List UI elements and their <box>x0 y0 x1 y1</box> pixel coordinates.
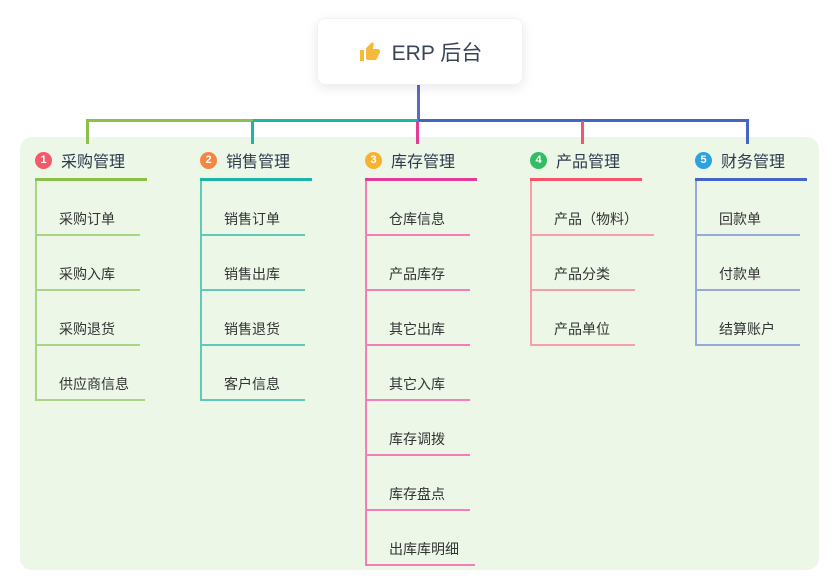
child-node[interactable]: 销售退货 <box>202 291 305 346</box>
child-label: 供应商信息 <box>59 376 129 392</box>
branch-drop-line <box>746 119 749 144</box>
branch-sales-management: 2 销售管理 销售订单 销售出库 销售退货 客户信息 <box>200 148 312 401</box>
branch-title: 产品管理 <box>556 154 621 171</box>
branch-drop-line <box>581 121 584 144</box>
branches-panel <box>20 137 819 570</box>
child-node[interactable]: 供应商信息 <box>37 346 145 401</box>
child-label: 产品库存 <box>389 266 445 282</box>
child-label: 产品分类 <box>554 266 610 282</box>
child-node[interactable]: 采购订单 <box>37 181 140 236</box>
child-label: 结算账户 <box>719 321 775 337</box>
branch-inventory-management: 3 库存管理 仓库信息 产品库存 其它出库 其它入库 库存调拨 库存盘点 出库库… <box>365 148 477 566</box>
badge-number: 3 <box>365 151 382 169</box>
root-connector-line <box>417 85 420 122</box>
root-title: ERP 后台 <box>391 41 483 65</box>
branch-drop-line <box>86 119 89 144</box>
branch-product-management: 4 产品管理 产品（物料） 产品分类 产品单位 <box>530 148 654 346</box>
badge-number: 5 <box>695 151 712 169</box>
connector-line-segment <box>418 119 749 122</box>
child-label: 其它入库 <box>389 376 445 392</box>
child-node[interactable]: 产品单位 <box>532 291 635 346</box>
branch-children: 采购订单 采购入库 采购退货 供应商信息 <box>35 181 147 401</box>
branch-drop-line <box>416 121 419 144</box>
badge-number: 1 <box>35 151 52 169</box>
child-node[interactable]: 其它入库 <box>367 346 470 401</box>
child-node[interactable]: 库存盘点 <box>367 456 470 511</box>
child-node[interactable]: 回款单 <box>697 181 800 236</box>
child-label: 采购入库 <box>59 266 115 282</box>
child-node[interactable]: 客户信息 <box>202 346 305 401</box>
child-label: 付款单 <box>719 266 761 282</box>
child-node[interactable]: 其它出库 <box>367 291 470 346</box>
branch-children: 销售订单 销售出库 销售退货 客户信息 <box>200 181 312 401</box>
child-label: 回款单 <box>719 211 761 227</box>
child-node[interactable]: 仓库信息 <box>367 181 470 236</box>
branch-title: 销售管理 <box>226 154 291 171</box>
child-label: 销售订单 <box>224 211 280 227</box>
connector-line-segment <box>253 119 418 122</box>
branch-children: 仓库信息 产品库存 其它出库 其它入库 库存调拨 库存盘点 出库库明细 <box>365 181 477 566</box>
child-node[interactable]: 结算账户 <box>697 291 800 346</box>
branch-title: 采购管理 <box>61 154 126 171</box>
branch-header-finance[interactable]: 5 财务管理 <box>695 148 807 181</box>
child-node[interactable]: 采购退货 <box>37 291 140 346</box>
child-node[interactable]: 产品库存 <box>367 236 470 291</box>
thumbs-up-icon <box>358 40 382 64</box>
child-node[interactable]: 销售订单 <box>202 181 305 236</box>
branch-purchase-management: 1 采购管理 采购订单 采购入库 采购退货 供应商信息 <box>35 148 147 401</box>
child-label: 销售退货 <box>224 321 280 337</box>
child-label: 库存调拨 <box>389 431 445 447</box>
connector-line-segment <box>87 119 253 122</box>
branch-title: 库存管理 <box>391 154 456 171</box>
branch-header-purchase[interactable]: 1 采购管理 <box>35 148 147 181</box>
child-node[interactable]: 库存调拨 <box>367 401 470 456</box>
child-label: 其它出库 <box>389 321 445 337</box>
child-node[interactable]: 出库库明细 <box>367 511 475 566</box>
child-label: 采购退货 <box>59 321 115 337</box>
branch-header-sales[interactable]: 2 销售管理 <box>200 148 312 181</box>
child-label: 出库库明细 <box>389 541 459 557</box>
child-node[interactable]: 付款单 <box>697 236 800 291</box>
branch-header-product[interactable]: 4 产品管理 <box>530 148 642 181</box>
root-node[interactable]: ERP 后台 <box>317 18 523 85</box>
badge-number: 2 <box>200 151 217 169</box>
child-label: 客户信息 <box>224 376 280 392</box>
child-node[interactable]: 产品分类 <box>532 236 635 291</box>
badge-number: 4 <box>530 151 547 169</box>
child-label: 产品单位 <box>554 321 610 337</box>
child-label: 产品（物料） <box>554 211 638 227</box>
child-label: 库存盘点 <box>389 486 445 502</box>
child-node[interactable]: 销售出库 <box>202 236 305 291</box>
branch-drop-line <box>251 121 254 144</box>
child-label: 仓库信息 <box>389 211 445 227</box>
branch-header-inventory[interactable]: 3 库存管理 <box>365 148 477 181</box>
branch-children: 产品（物料） 产品分类 产品单位 <box>530 181 654 346</box>
child-label: 销售出库 <box>224 266 280 282</box>
branch-title: 财务管理 <box>721 154 786 171</box>
child-node[interactable]: 采购入库 <box>37 236 140 291</box>
branch-finance-management: 5 财务管理 回款单 付款单 结算账户 <box>695 148 807 346</box>
child-node[interactable]: 产品（物料） <box>532 181 654 236</box>
branch-children: 回款单 付款单 结算账户 <box>695 181 807 346</box>
child-label: 采购订单 <box>59 211 115 227</box>
